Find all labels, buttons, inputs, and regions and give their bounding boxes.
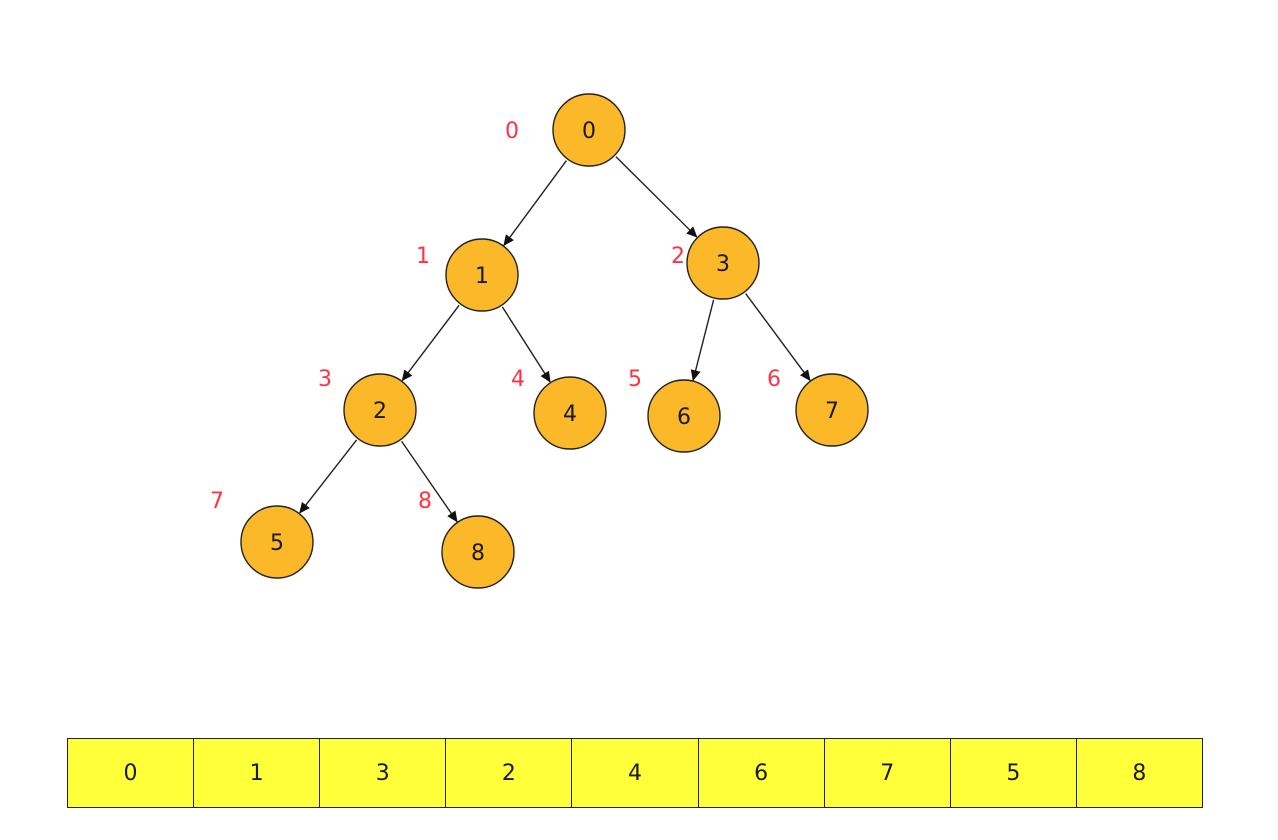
node-value: 3: [716, 252, 730, 277]
node-circle: [533, 376, 607, 450]
node-circle: [445, 238, 519, 312]
node-value: 1: [475, 264, 489, 289]
node-value: 2: [373, 399, 387, 424]
tree-node: 4: [533, 376, 607, 450]
edge-0-to-1: [503, 160, 568, 247]
array-cell-7: 5: [949, 739, 1076, 807]
tree-node: 0: [552, 93, 626, 167]
node-index-label: 8: [418, 489, 432, 514]
edge-3-to-7: [745, 293, 811, 382]
tree-node: 2: [343, 373, 417, 447]
node-value: 5: [270, 531, 284, 556]
node-index-label: 2: [671, 244, 685, 269]
node-index-label: 3: [318, 367, 332, 392]
array-cell-5: 6: [697, 739, 824, 807]
tree-node: 6: [647, 379, 721, 453]
node-circle: [795, 373, 869, 447]
node-index-label: 0: [505, 119, 519, 144]
node-value: 4: [563, 402, 577, 427]
heap-tree-diagram: 0 1 3 2 4 6 7 5 8 0 1 2 3 4 5 6 7 8: [210, 93, 869, 589]
edge-1-to-4: [501, 306, 551, 383]
array-cell-6: 7: [823, 739, 950, 807]
array-cell-4: 4: [571, 739, 697, 807]
node-circle: [686, 226, 760, 300]
array-cell-1: 1: [193, 739, 319, 807]
node-value: 7: [825, 399, 839, 424]
edge-1-to-2: [401, 304, 460, 382]
tree-node: 1: [445, 238, 519, 312]
array-cell-8: 8: [1075, 739, 1202, 807]
array-row: 0 1 3 2 4 6 7 5 8: [67, 738, 1203, 808]
node-circle: [343, 373, 417, 447]
node-circle: [552, 93, 626, 167]
node-circle: [441, 515, 515, 589]
tree-node: 3: [686, 226, 760, 300]
array-cell-0: 0: [123, 760, 138, 786]
array-cell-3: 2: [445, 739, 571, 807]
node-value: 6: [677, 405, 691, 430]
node-index-label: 5: [628, 367, 642, 392]
node-circle: [240, 505, 314, 579]
node-circle: [647, 379, 721, 453]
tree-edges: [299, 156, 811, 523]
node-value: 8: [471, 541, 485, 566]
tree-nodes: 0 1 3 2 4 6 7 5 8: [240, 93, 869, 589]
edge-3-to-6: [690, 299, 715, 382]
node-value: 0: [582, 119, 596, 144]
array-cell-2: 3: [319, 739, 445, 807]
edge-2-to-8: [401, 440, 458, 523]
node-index-label: 7: [210, 489, 224, 514]
tree-node: 8: [441, 515, 515, 589]
node-index-label: 4: [511, 367, 525, 392]
node-index-label: 6: [767, 367, 781, 392]
edge-2-to-5: [299, 439, 358, 514]
tree-node: 5: [240, 505, 314, 579]
tree-index-labels: 0 1 2 3 4 5 6 7 8: [210, 119, 781, 514]
tree-node: 7: [795, 373, 869, 447]
node-index-label: 1: [416, 244, 430, 269]
edge-0-to-3: [615, 156, 698, 238]
